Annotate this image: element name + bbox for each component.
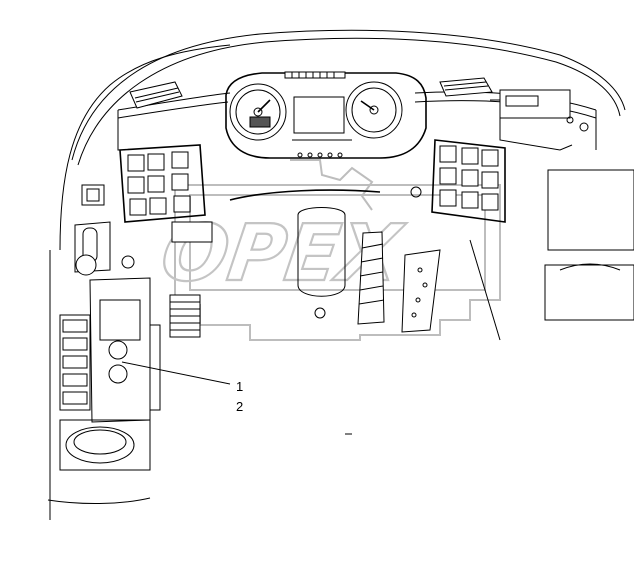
- pedal-accelerator: [401, 249, 441, 333]
- cab-outline: [49, 29, 626, 520]
- air-vent-right: [439, 77, 493, 97]
- callout-number-1: 1: [236, 379, 244, 394]
- leader-lines: [121, 239, 501, 435]
- central-display: [293, 96, 345, 134]
- switch-panel-left: [119, 144, 213, 243]
- pedal-clutch: [169, 294, 201, 338]
- steering-column: [229, 189, 381, 319]
- side-control-panel: [59, 184, 161, 423]
- speedometer-gauge: [229, 83, 287, 141]
- right-upper-panel: [490, 89, 589, 151]
- tachometer-gauge: [345, 81, 403, 139]
- warning-light-row: [292, 139, 352, 158]
- switch-panel-right: [410, 139, 506, 223]
- cup-holder: [47, 419, 151, 505]
- right-lower-compartment: [544, 169, 634, 321]
- air-vent-left: [129, 81, 183, 109]
- pedal-brake: [357, 231, 385, 325]
- instrument-cluster: [225, 71, 427, 159]
- callout-number-2: 2: [236, 399, 244, 414]
